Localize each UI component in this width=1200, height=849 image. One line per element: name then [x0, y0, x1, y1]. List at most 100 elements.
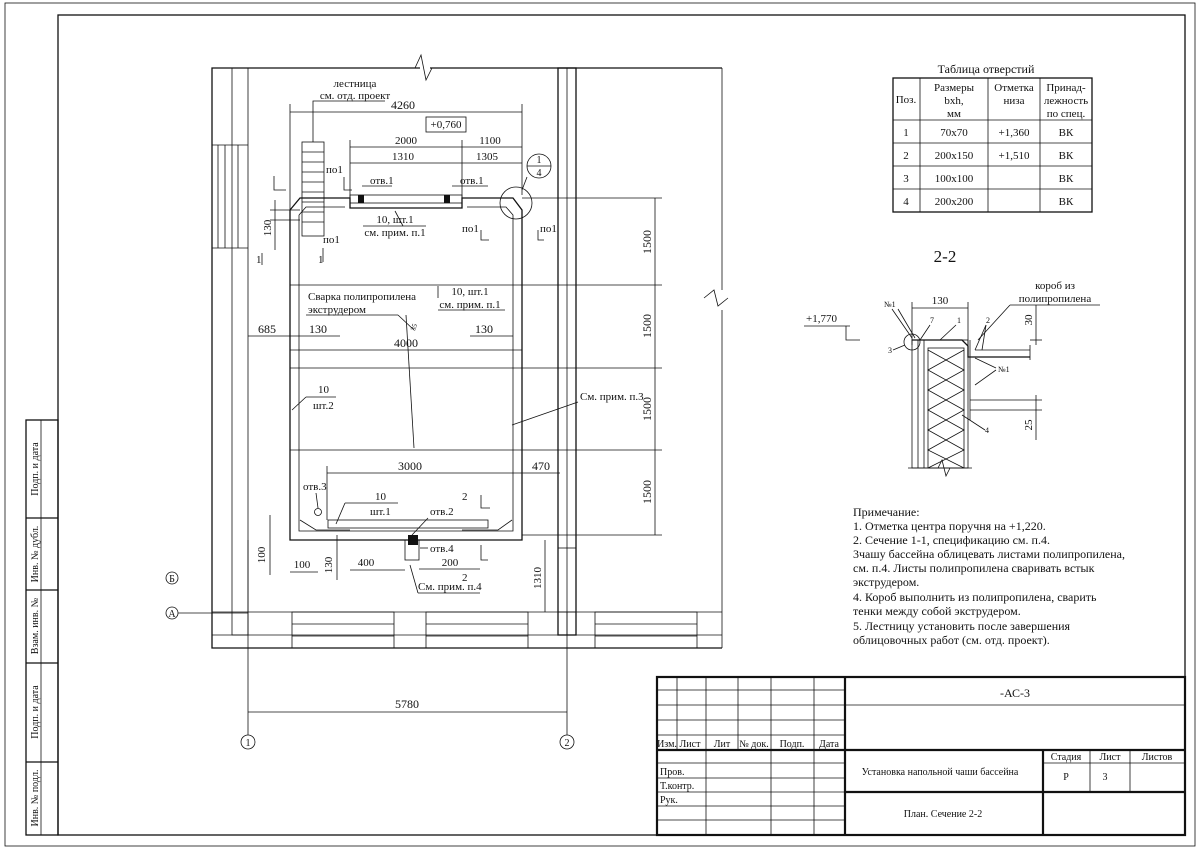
dim-400: 400	[358, 557, 375, 569]
side-stamp: Подп. и дата Инв. № дубл. Взам. инв. № П…	[25, 419, 59, 836]
tb-code: -АС-3	[1000, 686, 1030, 700]
holes-table-header-0-0: Поз.	[896, 94, 917, 106]
holes-table-cell-0-1: 70х70	[940, 127, 968, 139]
dim-100-horizontal: 100	[294, 559, 311, 571]
tb-drawing-name: План. Сечение 2-2	[904, 809, 982, 820]
holes-table-cell-1-2: +1,510	[999, 150, 1030, 162]
holes-table-header-3-1: лежность	[1044, 95, 1088, 107]
axis-1-label: 1	[246, 738, 251, 749]
dim-685: 685	[258, 322, 276, 336]
axis-b-label: Б	[169, 574, 175, 585]
section-mark-2a: 2	[462, 491, 468, 503]
dim-1500-2: 1500	[640, 314, 654, 338]
notes: Примечание: 1. Отметка центра поручня на…	[853, 505, 1125, 647]
po1-label-1: по1	[326, 164, 343, 176]
holes-table-cell-0-2: +1,360	[999, 127, 1030, 139]
holes-table-header-3-2: по спец.	[1047, 108, 1086, 120]
holes-table-cell-3-3: ВК	[1059, 196, 1074, 208]
tb-stage-header: Стадия	[1051, 752, 1082, 763]
holes-table-cell-2-0: 3	[903, 173, 909, 185]
tb-stage: Р	[1063, 772, 1069, 783]
holes-table-header-1-1: bxh,	[944, 95, 964, 107]
holes-table-cell-1-1: 200х150	[935, 150, 974, 162]
hole1-label-right: отв.1	[460, 175, 484, 187]
side-stamp-3: Взам. инв. №	[30, 598, 41, 654]
tb-col-podp: Подп.	[780, 739, 805, 750]
elevation-top: +0,760	[431, 119, 462, 131]
note-line-7: тенки между собой экструдером.	[853, 604, 1021, 618]
dim-1500-3: 1500	[640, 397, 654, 421]
dim-3000: 3000	[398, 459, 422, 473]
callout-bottom-number: 4	[537, 168, 542, 179]
tb-role-ruk: Рук.	[660, 795, 678, 806]
hole3-label: отв.3	[303, 481, 327, 493]
section-num-2: 2	[986, 316, 990, 325]
holes-table-header-3-0: Принад-	[1046, 82, 1086, 94]
tb-col-list: Лист	[680, 739, 702, 750]
qty-ten-bottom: 10	[375, 491, 387, 503]
section-mark-1b: 1	[318, 254, 324, 266]
tb-sheets-header: Листов	[1142, 752, 1173, 763]
section-num-1: 1	[957, 316, 961, 325]
dim-130-vertical: 130	[262, 219, 274, 236]
side-stamp-1: Подп. и дата	[30, 442, 41, 496]
section-num-3: 3	[888, 346, 892, 355]
holes-table-cell-2-1: 100х100	[935, 173, 974, 185]
dim-1310: 1310	[392, 151, 415, 163]
section-mark-1a: 1	[256, 254, 262, 266]
note-line-2: 2. Сечение 1-1, спецификацию см. п.4.	[853, 533, 1050, 547]
section-dim-130: 130	[932, 295, 949, 307]
holes-table-header-1-0: Размеры	[934, 82, 975, 94]
hole4-label: отв.4	[430, 543, 454, 555]
po1-label-3: по1	[462, 223, 479, 235]
axis-a-label: А	[168, 609, 176, 620]
holes-table-title: Таблица отверстий	[938, 62, 1035, 76]
section-num-4: 4	[985, 426, 989, 435]
note-line-8: 5. Лестницу установить после завершения	[853, 619, 1071, 633]
side-stamp-4: Подп. и дата	[30, 685, 41, 739]
hole2-label: отв.2	[430, 506, 454, 518]
dim-1100: 1100	[479, 135, 501, 147]
dim-35: 35	[409, 322, 419, 332]
tb-project-name: Установка напольной чаши бассейна	[862, 767, 1019, 778]
plan-annotations: лестница см. отд. проект 4260 +0,760 200…	[165, 78, 662, 750]
axis-2-label: 2	[565, 738, 570, 749]
plan-walls	[211, 53, 729, 649]
po1-label-4: по1	[540, 223, 557, 235]
dim-130-bottom: 130	[323, 556, 335, 573]
title-block: -АС-3 Изм. Лист Лит № док. Подп. Дата Пр…	[655, 675, 1187, 837]
dim-100-vertical: 100	[256, 546, 268, 563]
ladder-label-2: см. отд. проект	[320, 90, 391, 102]
holes-table-header-1-2: мм	[947, 108, 961, 120]
dim-4000: 4000	[394, 336, 418, 350]
holes-table-cell-1-3: ВК	[1059, 150, 1074, 162]
dim-130-left: 130	[309, 322, 327, 336]
box-label-1: короб из	[1035, 280, 1075, 292]
qty-pieces-2: шт.2	[313, 400, 334, 412]
note-ref-4: См. прим. п.4	[418, 581, 482, 593]
dim-2000: 2000	[395, 135, 418, 147]
dim-200: 200	[442, 557, 459, 569]
note-line-6: 4. Короб выполнить из полипропилена, сва…	[853, 590, 1097, 604]
section-dim-25: 25	[1023, 419, 1035, 431]
tb-col-izm: Изм.	[657, 739, 677, 750]
dim-4260: 4260	[391, 98, 415, 112]
tb-sheet-header: Лист	[1100, 752, 1122, 763]
dim-1500-1: 1500	[640, 230, 654, 254]
dim-1305: 1305	[476, 151, 499, 163]
po1-label-2: по1	[323, 234, 340, 246]
pool-bowl	[289, 194, 523, 561]
dim-470: 470	[532, 459, 550, 473]
section-mark-n1-left: №1	[884, 300, 896, 309]
tb-col-doc: № док.	[739, 739, 769, 750]
dim-5780: 5780	[395, 697, 419, 711]
note-line-5: экструдером.	[853, 575, 919, 589]
weld-label-2: экструдером	[308, 304, 366, 316]
dim-1500-4: 1500	[640, 480, 654, 504]
qty-ten-left: 10	[318, 384, 330, 396]
tb-role-prov: Пров.	[660, 767, 684, 778]
qty-pieces-1: шт.1	[370, 506, 391, 518]
holes-table-cell-2-3: ВК	[1059, 173, 1074, 185]
